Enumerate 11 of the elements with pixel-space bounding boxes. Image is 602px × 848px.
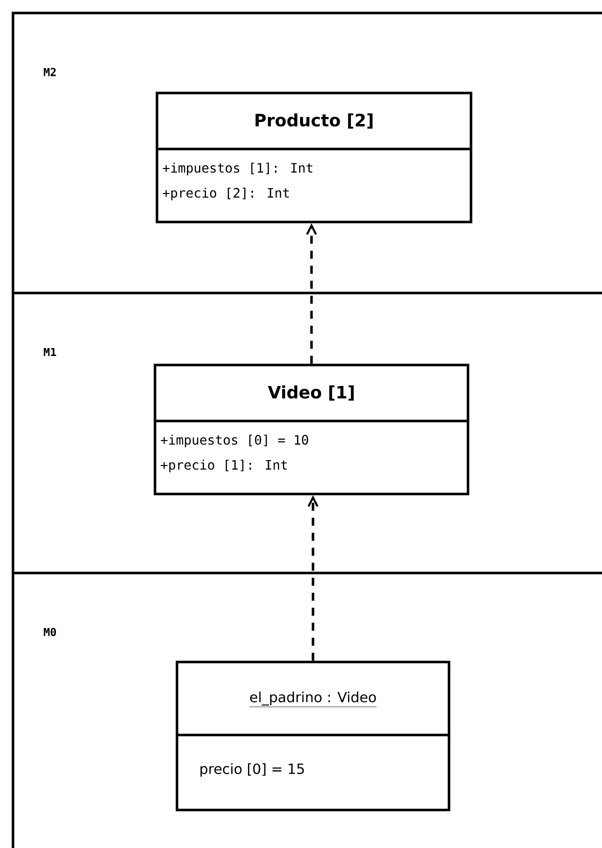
- layer-band: [12, 12, 602, 293]
- layer-label: M2: [44, 68, 56, 76]
- dependency-arrow: [306, 223, 317, 364]
- layer-band: [12, 292, 602, 573]
- dependency-arrow: [308, 495, 318, 661]
- class-box: Video [1] +impuestos [0] = 10 +precio [1]: Int: [154, 364, 470, 496]
- class-box: Producto [2] +impuestos [1]: Int +precio [2]: Int: [156, 92, 472, 224]
- layer-label: M0: [44, 628, 56, 636]
- object-box: el_padrino : Video precio [0] = 15: [176, 660, 450, 812]
- layer-label: M1: [44, 348, 56, 356]
- layer-band: [12, 572, 602, 848]
